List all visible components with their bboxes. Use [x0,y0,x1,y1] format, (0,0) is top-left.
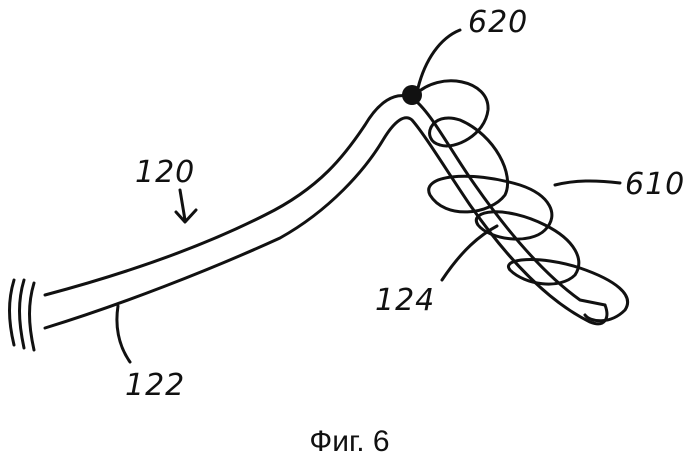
break-symbol [10,280,35,350]
label-120: 120 [135,155,195,190]
label-122: 122 [125,368,185,403]
leader-lines [117,30,620,362]
coil-element [415,81,628,321]
label-610: 610 [625,167,685,202]
catheter-shaft [45,96,607,328]
label-620: 620 [468,5,528,40]
figure-caption: Фиг. 6 [0,425,699,459]
label-124: 124 [375,283,435,318]
